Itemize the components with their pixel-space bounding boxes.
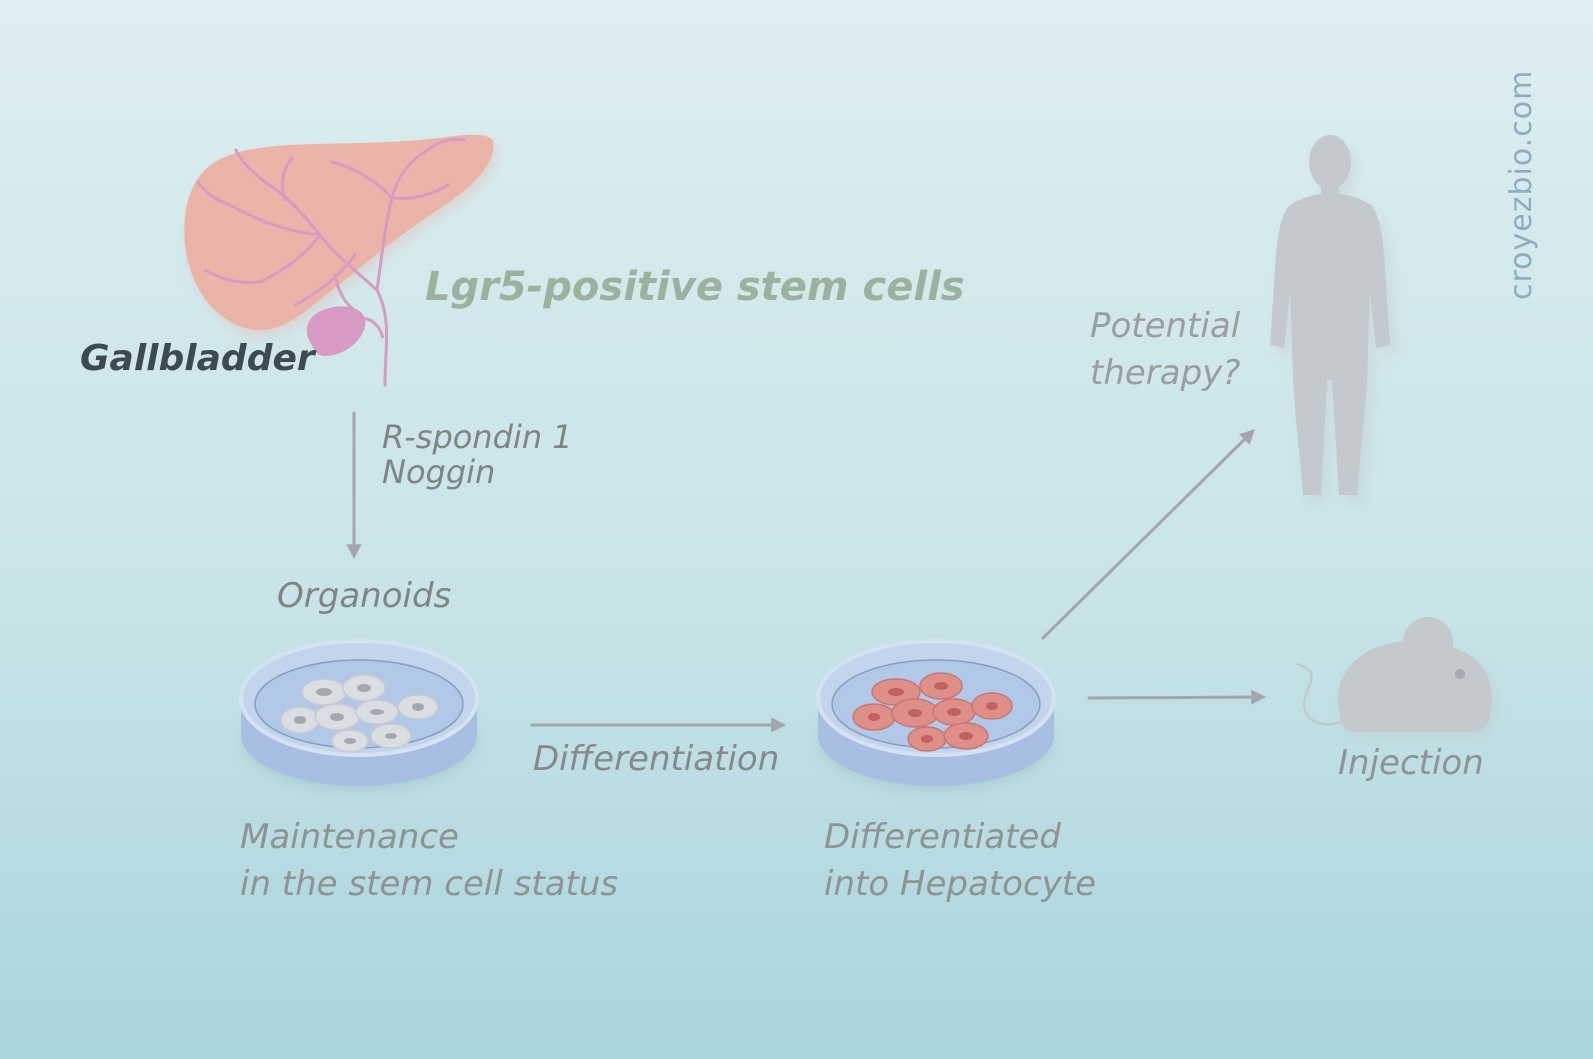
therapy-label-line-2: therapy? [1090,352,1241,393]
diagram-title: Lgr5-positive stem cells [425,264,965,310]
growth-factors-label: R-spondin 1 Noggin [382,420,573,489]
differentiation-label: Differentiation [533,739,780,779]
growth-factor-2: Noggin [382,452,496,491]
maintenance-caption-line-2: in the stem cell status [240,863,619,904]
petri-dish-hepatocytes-icon [816,639,1056,792]
hepatocyte-caption-line-1: Differentiated [824,817,1061,857]
hepatocyte-caption-line-2: into Hepatocyte [824,863,1097,904]
gallbladder-icon [306,306,385,356]
therapy-label: Potential therapy? [1090,303,1240,397]
maintenance-caption-line-1: Maintenance [240,817,459,857]
arrow-to-therapy [1041,429,1255,640]
maintenance-caption: Maintenance in the stem cell status [240,814,618,908]
petri-dish-stem-cells-icon [239,639,479,792]
growth-factor-1: R-spondin 1 [382,418,573,456]
arrow-to-injection [1087,689,1267,705]
mouse-icon [1296,617,1496,738]
human-silhouette-icon [1270,135,1396,503]
gallbladder-label: Gallbladder [80,338,315,379]
injection-label: Injection [1338,743,1484,783]
watermark: croyezbio.com [1504,69,1539,300]
organoids-label: Organoids [277,576,452,616]
hepatocyte-caption: Differentiated into Hepatocyte [824,814,1096,908]
therapy-label-line-1: Potential [1090,306,1241,346]
liver-icon [184,134,498,387]
